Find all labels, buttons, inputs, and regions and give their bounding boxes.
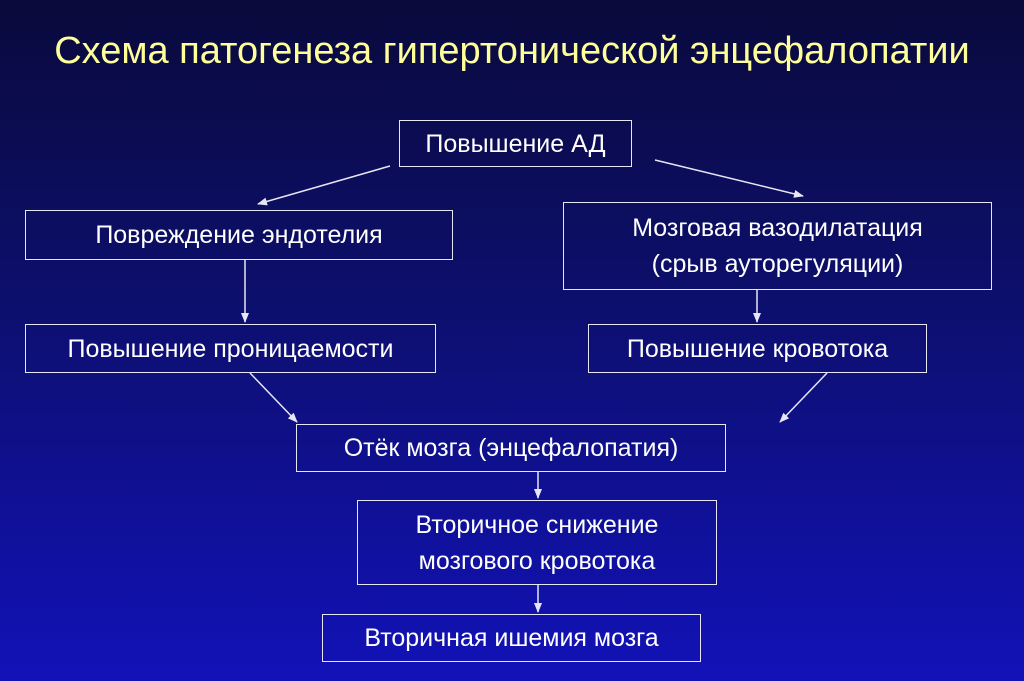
node-secondary-decrease: Вторичное снижение мозгового кровотока [357,500,717,585]
node-brain-edema: Отёк мозга (энцефалопатия) [296,424,726,472]
node-blood-flow-increase-label: Повышение кровотока [626,334,889,363]
node-endothelium-damage-label: Повреждение эндотелия [95,221,383,249]
arrow-permeability-to-edema [249,372,298,423]
node-brain-edema-label: Отёк мозга (энцефалопатия) [343,434,679,462]
node-bp-increase: Повышение АД [399,120,632,167]
slide-title: Схема патогенеза гипертонической энцефал… [54,30,970,72]
arrow-bp-to-vasodilation [654,159,804,198]
node-secondary-ischemia: Вторичная ишемия мозга [322,614,701,662]
node-endothelium-damage: Повреждение эндотелия [25,210,453,260]
node-vasodilation-label-line2: (срыв ауторегуляции) [651,250,904,278]
node-secondary-decrease-label-line1: Вторичное снижение [415,510,659,539]
node-secondary-ischemia-label: Вторичная ишемия мозга [364,624,659,652]
node-permeability-increase: Повышение проницаемости [25,324,436,373]
node-vasodilation-label-line1: Мозговая вазодилатация [632,214,923,242]
node-vasodilation: Мозговая вазодилатация (срыв ауторегуляц… [563,202,992,290]
node-blood-flow-increase: Повышение кровотока [588,324,927,373]
node-permeability-increase-label: Повышение проницаемости [67,334,394,363]
arrow-bp-to-endothelium [257,165,391,206]
node-bp-increase-label: Повышение АД [425,129,606,158]
arrow-bloodflow-to-edema [779,372,828,423]
node-secondary-decrease-label-line2: мозгового кровотока [418,546,656,575]
